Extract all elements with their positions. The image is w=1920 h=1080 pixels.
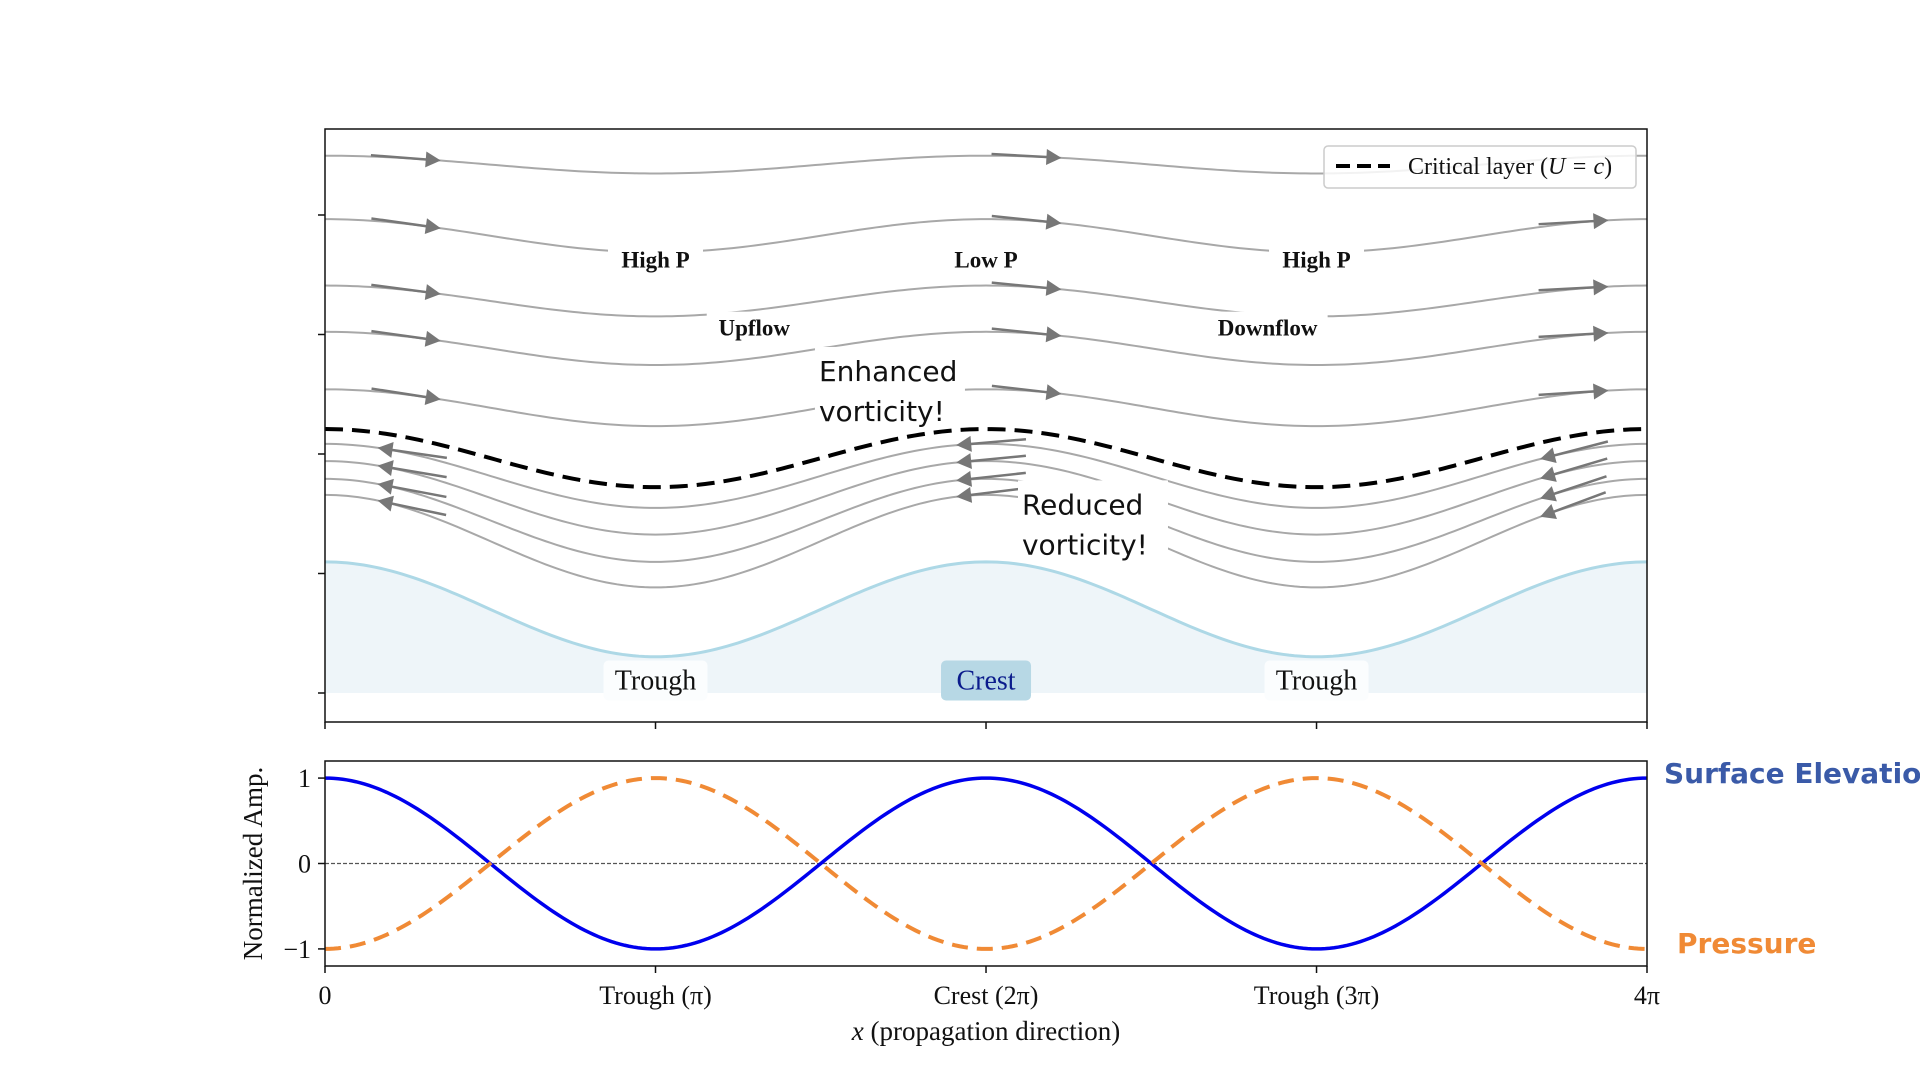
crest-label: Crest <box>941 660 1032 701</box>
high-p-left-label: High P <box>608 243 704 274</box>
svg-text:Downflow: Downflow <box>1218 316 1318 341</box>
x-tick-label: Trough (π) <box>599 981 712 1010</box>
streamline-3-arrow-2 <box>1538 279 1609 296</box>
streamline-4 <box>324 330 1648 367</box>
y-tick-label: −1 <box>283 935 311 964</box>
reverse-streamline-2-arrow-1 <box>956 453 1027 470</box>
streamline-4-arrow-1 <box>991 326 1062 343</box>
streamline-3-arrow-1 <box>991 279 1062 296</box>
streamline-5-arrow-1 <box>991 384 1062 401</box>
streamline-5-arrow-0 <box>371 387 441 405</box>
reverse-streamline-1-arrow-0 <box>377 442 448 460</box>
svg-text:Enhanced: Enhanced <box>819 355 957 388</box>
reverse-streamline-4-arrow-0 <box>377 495 447 517</box>
upflow-label: Upflow <box>706 311 802 342</box>
svg-text:High P: High P <box>621 247 689 272</box>
legend-box <box>1323 145 1637 189</box>
reverse-streamline-2-arrow-0 <box>377 460 447 479</box>
x-tick-label: 4π <box>1634 981 1660 1010</box>
surface-elevation-label: Surface Elevation <box>1664 757 1920 790</box>
streamline-2-arrow-0 <box>371 217 441 235</box>
y-tick-label: 1 <box>298 764 311 793</box>
high-p-right-label: High P <box>1269 243 1365 274</box>
downflow-label: Downflow <box>1207 311 1328 342</box>
streamlines <box>324 149 1648 589</box>
x-tick-label: Crest (2π) <box>934 981 1039 1010</box>
x-tick-label: 0 <box>319 981 332 1010</box>
svg-text:High P: High P <box>1282 247 1350 272</box>
svg-text:Crest: Crest <box>956 665 1015 696</box>
svg-text:vorticity!: vorticity! <box>1022 528 1148 561</box>
streamline-1-arrow-1 <box>991 149 1062 166</box>
reverse-streamline-1-arrow-2 <box>1540 440 1609 464</box>
streamline-2-arrow-2 <box>1538 213 1609 230</box>
svg-text:Trough: Trough <box>615 665 696 696</box>
x-axis-label-variable: x <box>851 1016 864 1046</box>
streamline-2 <box>324 218 1648 254</box>
streamline-4-arrow-2 <box>1538 325 1609 342</box>
trough-right-label: Trough <box>1264 660 1369 701</box>
streamline-5 <box>324 388 1648 428</box>
svg-text:Reduced: Reduced <box>1022 488 1143 521</box>
streamline-3 <box>324 284 1648 318</box>
x-tick-label: Trough (3π) <box>1254 981 1380 1010</box>
x-axis-label: x (propagation direction) <box>851 1016 1120 1046</box>
surface-elevation-series <box>324 776 1648 951</box>
pressure-series <box>324 776 1648 951</box>
reverse-streamline-4-arrow-1 <box>956 486 1026 503</box>
reverse-streamline-3-arrow-2 <box>1540 475 1607 502</box>
x-axis-label-text: (propagation direction) <box>864 1016 1120 1046</box>
streamline-3-arrow-0 <box>371 283 441 300</box>
reverse-streamline-1-arrow-1 <box>956 435 1027 452</box>
svg-text:vorticity!: vorticity! <box>819 395 945 428</box>
streamline-2-arrow-1 <box>991 213 1062 230</box>
svg-text:Low P: Low P <box>954 247 1017 272</box>
reduced-vorticity-label: Reduced vorticity! <box>1017 480 1168 561</box>
enhanced-vorticity-label: Enhanced vorticity! <box>814 346 965 428</box>
svg-text:Upflow: Upflow <box>718 316 790 341</box>
legend: Critical layer (U = c) <box>1323 145 1637 189</box>
pressure-label: Pressure <box>1677 927 1816 960</box>
reverse-streamline-2-arrow-2 <box>1540 457 1608 482</box>
streamline-1-arrow-0 <box>370 151 441 168</box>
reverse-streamline-3-arrow-0 <box>377 478 447 499</box>
reverse-streamline-4-arrow-2 <box>1540 491 1607 520</box>
streamline-plot-ticks <box>318 214 1648 729</box>
streamline-4-arrow-0 <box>371 329 441 347</box>
reverse-streamline-3 <box>324 477 1648 563</box>
svg-text:Trough: Trough <box>1276 665 1357 696</box>
surface-fill <box>325 561 1647 693</box>
reverse-streamline-2 <box>324 460 1648 536</box>
legend-label: Critical layer (U = c) <box>1408 154 1612 180</box>
y-tick-label: 0 <box>298 850 311 879</box>
reverse-streamline-3-arrow-1 <box>956 470 1026 487</box>
reverse-streamline-4 <box>324 493 1648 589</box>
critical-layer-line <box>324 427 1648 490</box>
streamline-5-arrow-2 <box>1538 383 1609 400</box>
surface-elevation-line <box>324 560 1648 659</box>
low-p-label: Low P <box>944 243 1028 274</box>
y-axis-label: Normalized Amp. <box>238 767 268 960</box>
trough-left-label: Trough <box>603 660 708 701</box>
